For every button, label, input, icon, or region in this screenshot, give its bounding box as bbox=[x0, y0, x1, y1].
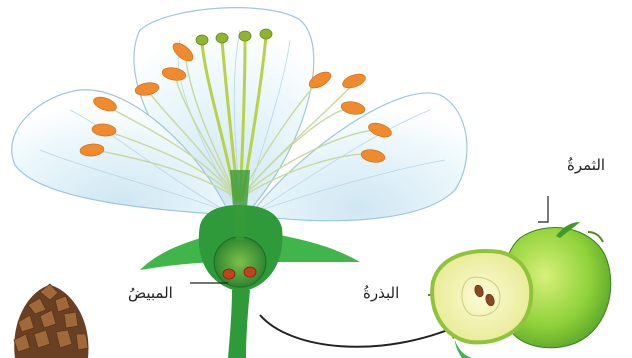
stem bbox=[228, 290, 250, 358]
pinecone-icon bbox=[14, 284, 88, 358]
ovary-label: المبيضُ bbox=[128, 286, 173, 301]
arrow-icon bbox=[260, 315, 460, 347]
fruit-leader-line bbox=[538, 196, 548, 222]
ovary bbox=[214, 237, 266, 287]
apple-icon bbox=[432, 222, 611, 358]
cut-apple bbox=[432, 251, 531, 342]
fruit-label: الثمرةُ bbox=[567, 158, 605, 173]
seed-label: البذرةُ bbox=[363, 286, 399, 301]
